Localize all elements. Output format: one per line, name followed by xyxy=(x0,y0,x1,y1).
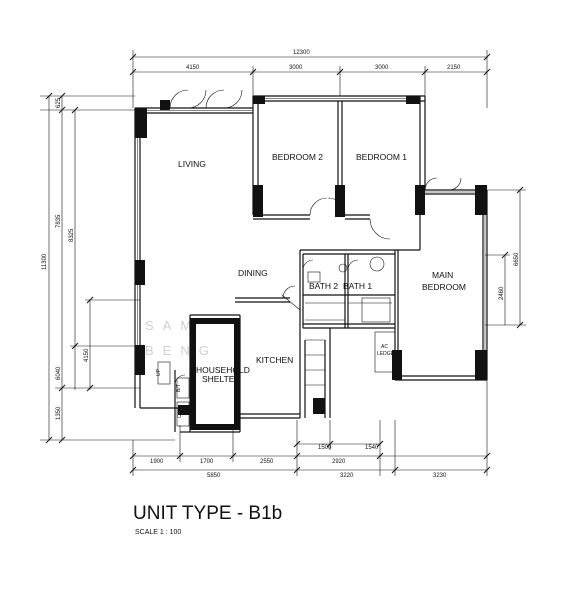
dim-left-5: 4150 xyxy=(84,348,90,362)
dim-left-1: 625 xyxy=(56,97,62,108)
label-bt: B/T xyxy=(176,384,182,392)
dim-left-2: 7835 xyxy=(56,214,62,228)
dim-left-3: 8325 xyxy=(69,228,75,242)
up-box xyxy=(157,361,171,385)
watermark-line1: SAM xyxy=(145,318,200,333)
plan-scale: SCALE 1 : 100 xyxy=(135,529,181,536)
dim-right-2: 2460 xyxy=(499,286,505,300)
label-living: LIVING xyxy=(178,159,206,169)
dim-bot-4: 2920 xyxy=(332,459,346,465)
dim-top-4: 2150 xyxy=(447,65,461,71)
dimension-labels: 12300 4150 3000 3000 2150 11300 625 7835… xyxy=(42,50,520,479)
label-main-1: MAIN xyxy=(432,270,453,280)
dim-bot-2: 1700 xyxy=(200,459,214,465)
ac-ledge-box xyxy=(374,331,396,373)
door-swings xyxy=(169,89,462,386)
label-bath1: BATH 1 xyxy=(343,281,372,291)
label-bedroom2: BEDROOM 2 xyxy=(272,152,323,162)
label-up: UP xyxy=(156,368,162,376)
label-dining: DINING xyxy=(238,268,268,278)
bath-fixtures xyxy=(305,256,392,323)
kitchen-counters xyxy=(281,294,325,386)
dimension-ticks xyxy=(45,53,524,474)
dim-right-1: 6650 xyxy=(514,252,520,266)
label-cw: C/W xyxy=(177,408,183,418)
dimension-lines xyxy=(40,50,526,476)
dim-left-total: 11300 xyxy=(42,253,48,270)
basin-icon xyxy=(369,256,385,272)
dim-bot-1: 1900 xyxy=(150,459,164,465)
label-main-2: BEDROOM xyxy=(422,282,466,292)
label-household-1: HOUSEHOLD xyxy=(196,365,250,375)
plan-title: UNIT TYPE - B1b xyxy=(133,503,282,524)
label-ac-1: AC xyxy=(381,344,388,350)
dim-bot-9: 3230 xyxy=(433,473,447,479)
walls xyxy=(134,95,488,433)
cw-box xyxy=(176,401,190,427)
room-labels: LIVING BEDROOM 2 BEDROOM 1 DINING BATH 2… xyxy=(156,152,466,418)
watermark-line2: BENG xyxy=(145,343,218,358)
label-bedroom1: BEDROOM 1 xyxy=(356,152,407,162)
dim-top-2: 3000 xyxy=(289,65,303,71)
wall-blocks xyxy=(135,96,487,430)
label-bath2: BATH 2 xyxy=(309,281,338,291)
dim-left-4: 6040 xyxy=(56,366,62,380)
label-ac-2: LEDGE xyxy=(377,351,395,357)
label-kitchen: KITCHEN xyxy=(256,355,293,365)
toilet-icon xyxy=(307,271,321,283)
dim-bot-5: 1500 xyxy=(318,445,332,451)
dim-top-1: 4150 xyxy=(186,65,200,71)
dim-top-total: 12300 xyxy=(293,50,310,56)
dim-top-3: 3000 xyxy=(375,65,389,71)
dim-left-6: 1350 xyxy=(56,406,62,420)
label-household-2: SHELTER xyxy=(202,374,241,384)
windows xyxy=(137,98,486,350)
dim-bot-6: 1540 xyxy=(365,445,379,451)
dim-bot-7: 5850 xyxy=(207,473,221,479)
service-yard xyxy=(157,331,396,427)
dim-bot-8: 3220 xyxy=(340,473,354,479)
dim-bot-3: 2550 xyxy=(260,459,274,465)
bt-box xyxy=(176,377,190,399)
shower-icon xyxy=(361,297,391,323)
basin-icon xyxy=(338,263,348,273)
